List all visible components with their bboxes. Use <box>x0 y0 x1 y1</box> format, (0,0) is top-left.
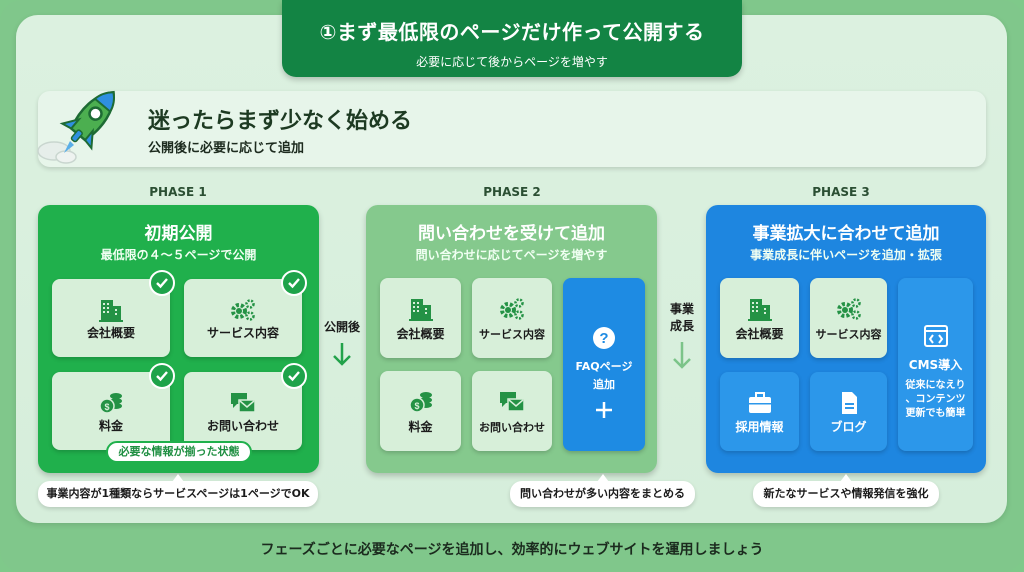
chat-mail-icon <box>231 393 256 413</box>
banner-title: ①まず最低限のページだけ作って公開する <box>319 20 705 44</box>
phase-1-title: 初期公開 <box>144 224 213 244</box>
phase-1-note: 事業内容が1種類ならサービスページは1ページでOK <box>38 474 318 507</box>
phase-1-card-contact[interactable]: お問い合わせ <box>184 372 302 450</box>
check-icon <box>149 363 175 389</box>
chat-mail-icon <box>500 392 525 412</box>
question-icon: ? <box>593 327 615 349</box>
faq-label-line1: FAQページ <box>575 360 633 373</box>
cms-card[interactable]: CMS導入 従来になえり 、コンテンツ 更新でも簡単 <box>898 278 973 451</box>
phase-2-subtitle: 問い合わせに応じてページを増やす <box>415 248 608 262</box>
connector-label: 公開後 <box>323 320 360 334</box>
phase-3-card-recruit[interactable]: 採用情報 <box>720 372 799 451</box>
card-label: 料金 <box>98 419 123 433</box>
intro-subheading: 公開後に必要に応じて追加 <box>148 141 305 156</box>
building-icon <box>747 299 772 321</box>
cms-desc-line3: 更新でも簡単 <box>905 408 966 419</box>
phase-2-card-company[interactable]: 会社概要 <box>380 278 461 358</box>
gears-icon <box>836 298 861 320</box>
connector-business-growth: 事業 成長 <box>662 300 702 370</box>
phase-1-card-company[interactable]: 会社概要 <box>52 279 170 357</box>
connector-after-launch: 公開後 <box>320 318 364 367</box>
card-label: お問い合わせ <box>479 421 545 434</box>
document-icon <box>841 392 857 414</box>
phase-3-card-service[interactable]: サービス内容 <box>810 278 887 358</box>
status-pill: 必要な情報が揃った状態 <box>106 441 252 463</box>
phase-3-note: 新たなサービスや情報発信を強化 <box>753 474 939 507</box>
phase-1-card-pricing[interactable]: $ 料金 <box>52 372 170 450</box>
coins-icon: $ <box>99 393 122 414</box>
coins-icon: $ <box>408 392 432 413</box>
cms-desc-line2: 、コンテンツ <box>905 394 966 405</box>
rocket-icon <box>37 90 116 164</box>
card-label: 会社概要 <box>735 327 784 341</box>
briefcase-icon <box>748 392 771 413</box>
footer-message: フェーズごとに必要なページを追加し、効率的にウェブサイトを運用しましょう <box>260 542 764 558</box>
phase-2-title: 問い合わせを受けて追加 <box>418 224 605 244</box>
arrow-down-icon <box>673 342 691 369</box>
check-icon <box>149 270 175 296</box>
faq-label-line2: 追加 <box>593 378 615 391</box>
card-label: 会社概要 <box>86 326 135 340</box>
card-label: 採用情報 <box>735 420 784 434</box>
card-label: サービス内容 <box>815 328 882 341</box>
intro-card: 迷ったらまず少なく始める 公開後に必要に応じて追加 <box>37 90 986 167</box>
phase-3-label: PHASE 3 <box>812 185 870 199</box>
gears-icon <box>231 299 255 321</box>
phase-2-card-pricing[interactable]: $ 料金 <box>380 371 461 451</box>
card-label: 会社概要 <box>396 327 445 341</box>
phase-3-title: 事業拡大に合わせて追加 <box>752 224 940 244</box>
banner-subtitle: 必要に応じて後からページを増やす <box>416 55 608 69</box>
cms-desc-line1: 従来になえり <box>905 380 966 391</box>
plus-icon <box>596 402 612 418</box>
phase-3-subtitle: 事業成長に伴いページを追加・拡張 <box>750 248 942 262</box>
building-icon <box>99 300 123 322</box>
phase-1-label: PHASE 1 <box>149 185 207 199</box>
code-window-icon <box>923 325 948 347</box>
svg-text:$: $ <box>104 402 109 412</box>
connector-label-line1: 事業 <box>669 302 694 316</box>
phase-2-card-service[interactable]: サービス内容 <box>472 278 552 358</box>
building-icon <box>408 299 433 321</box>
gears-icon <box>500 298 524 320</box>
card-label: ブログ <box>830 420 867 434</box>
intro-heading: 迷ったらまず少なく始める <box>148 109 413 134</box>
faq-page-card[interactable]: ? FAQページ 追加 <box>563 278 645 451</box>
title-banner: ①まず最低限のページだけ作って公開する 必要に応じて後からページを増やす <box>282 0 742 77</box>
connector-label-line2: 成長 <box>669 319 694 333</box>
phase-1-subtitle: 最低限の４～５ページで公開 <box>100 248 257 262</box>
card-label: 料金 <box>408 420 433 434</box>
phase-2-note: 問い合わせが多い内容をまとめる <box>510 474 695 507</box>
svg-text:$: $ <box>414 401 419 411</box>
phase-2-label: PHASE 2 <box>483 185 541 199</box>
check-icon <box>281 270 307 296</box>
svg-text:?: ? <box>599 330 608 347</box>
check-icon <box>281 363 307 389</box>
phase-2-card-contact[interactable]: お問い合わせ <box>472 371 552 451</box>
phase-3-card-company[interactable]: 会社概要 <box>720 278 799 358</box>
card-label: サービス内容 <box>479 328 545 341</box>
card-label: お問い合わせ <box>206 419 279 433</box>
card-label: サービス内容 <box>206 326 279 340</box>
phase-3-card-blog[interactable]: ブログ <box>810 372 887 451</box>
arrow-down-icon <box>333 343 351 366</box>
cms-title: CMS導入 <box>908 358 963 372</box>
phase-1-card-service[interactable]: サービス内容 <box>184 279 302 357</box>
